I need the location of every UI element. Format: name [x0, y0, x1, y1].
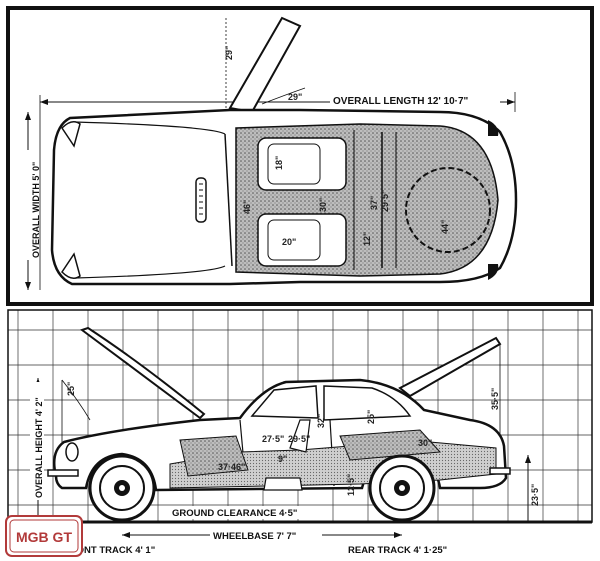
- front-track-label: FRONT TRACK 4' 1": [64, 545, 155, 556]
- overall-width-label: OVERALL WIDTH 5' 0": [31, 162, 41, 258]
- rear-track-label: REAR TRACK 4' 1·25": [348, 545, 447, 556]
- overall-length-dimension: OVERALL LENGTH 12' 10·7": [39, 92, 516, 290]
- spare-wheel-outline: [405, 167, 491, 253]
- rear-length-label: 12": [362, 232, 372, 246]
- front-wheel: [88, 454, 156, 522]
- tailgate-height-label: 35·5": [490, 388, 500, 410]
- wheelbase-label: WHEELBASE 7' 7": [213, 531, 296, 542]
- logo-text: MGB GT: [16, 529, 72, 545]
- cabin-width-b-label: 30": [318, 198, 328, 212]
- bonnet-angle-label: 25": [66, 382, 76, 396]
- interior-d-label: 25": [366, 410, 376, 424]
- mgb-gt-logo: MGB GT: [5, 515, 83, 557]
- rear-wheel: [368, 454, 436, 522]
- interior-f-label: 9": [278, 454, 287, 464]
- boot-depth-label: 44": [440, 220, 450, 234]
- overall-width-dimension: OVERALL WIDTH 5' 0": [20, 112, 41, 290]
- overall-height-label: OVERALL HEIGHT 4' 2": [34, 397, 44, 498]
- seat-width-upper-label: 18": [274, 156, 284, 170]
- overall-length-label: OVERALL LENGTH 12' 10·7": [333, 96, 469, 107]
- interior-a-label: 27·5": [262, 434, 284, 444]
- overall-height-dimension: OVERALL HEIGHT 4' 2": [30, 378, 44, 522]
- rear-width-a-label: 37": [369, 196, 379, 210]
- side-view-panel: OVERALL HEIGHT 4' 2" 25" 35·5": [7, 309, 593, 524]
- cabin-plan: 18" 20" 46" 30" 37" 29·5" 12" 44": [235, 120, 499, 280]
- interior-g-label: 30": [418, 438, 432, 448]
- open-bonnet: 25": [61, 326, 206, 470]
- interior-e-label: 37·46": [218, 462, 245, 472]
- interior-b-label: 29·5": [288, 434, 310, 444]
- sill-height-label: 12·5": [346, 474, 356, 496]
- cabin-width-a-label: 46": [242, 200, 252, 214]
- interior-c-label: 32": [316, 414, 326, 428]
- seat-width-lower-label: 20": [282, 237, 296, 247]
- rear-height-label: 23·5": [530, 484, 540, 506]
- door-angle-label: 29": [288, 92, 302, 102]
- door-height-label: 29": [224, 46, 234, 60]
- ground-clearance-label: GROUND CLEARANCE 4·5": [172, 508, 297, 519]
- rear-width-b-label: 29·5": [380, 190, 390, 212]
- rear-height-dimension: 23·5": [525, 455, 540, 522]
- wheelbase-dimension: WHEELBASE 7' 7": [122, 529, 402, 542]
- plan-view-panel: OVERALL LENGTH 12' 10·7" OVERALL WIDTH 5…: [6, 6, 594, 306]
